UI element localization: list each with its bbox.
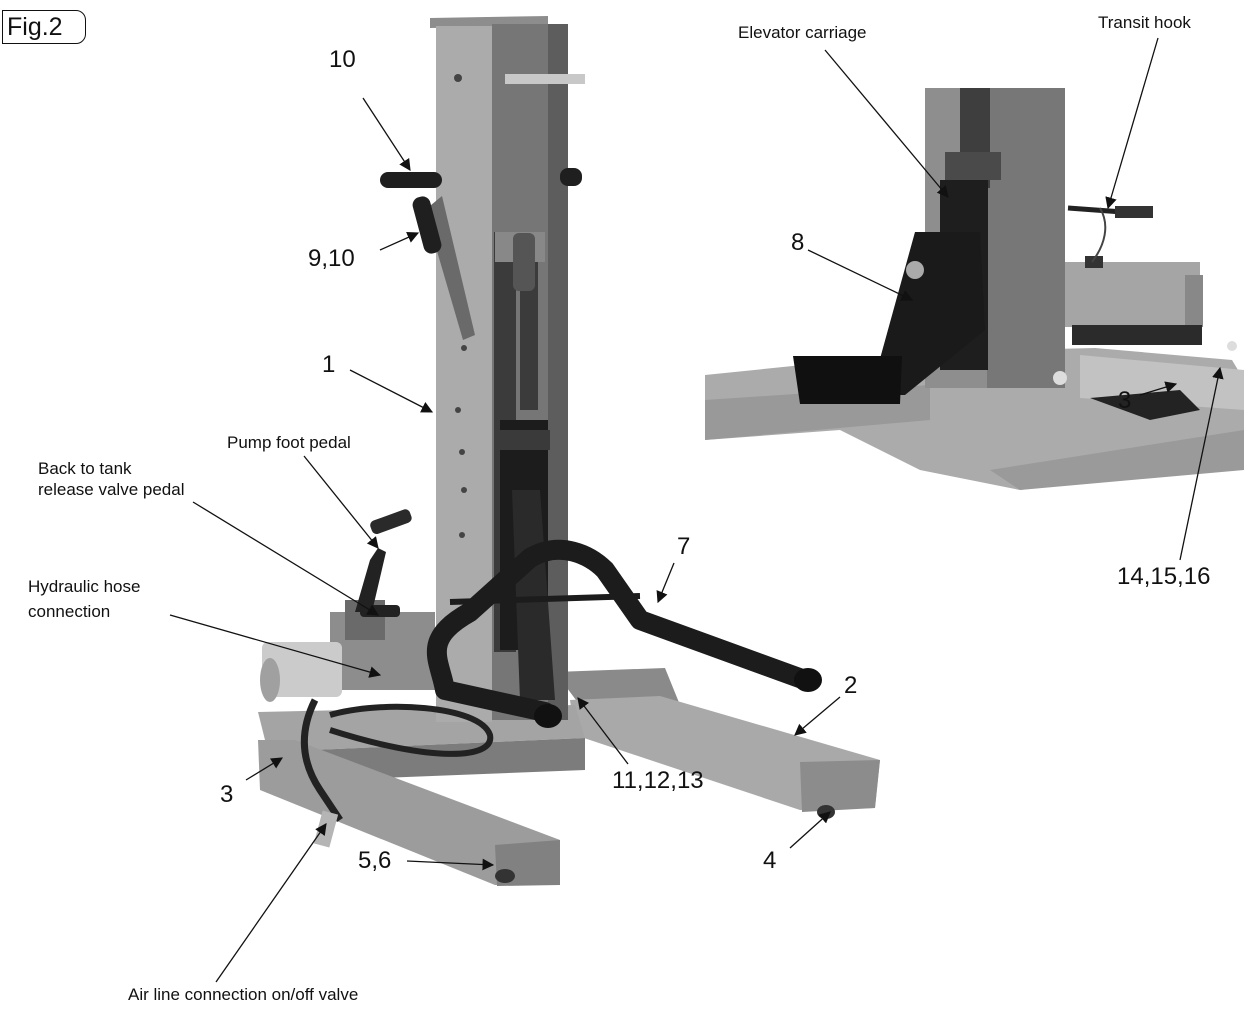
label-pump-foot-pedal: Pump foot pedal [227,433,351,452]
part-number-3-right: 3 [1118,387,1132,414]
label-hydraulic-hose-1: Hydraulic hose [28,577,141,596]
part-number-14-15-16: 14,15,16 [1117,563,1211,590]
leader-lines [169,37,1224,983]
part-number-10: 10 [329,46,356,73]
part-number-2: 2 [844,672,858,699]
carriage-detail-drawing [705,88,1244,490]
part-number-1: 1 [322,351,336,378]
part-number-7: 7 [677,533,691,560]
figure-tag: Fig.2 [2,10,86,44]
part-number-3-left: 3 [220,781,234,808]
label-back-to-tank-1: Back to tank [38,459,132,478]
main-lift-drawing [258,16,880,886]
part-number-9-10: 9,10 [308,245,355,272]
part-number-8: 8 [791,229,805,256]
part-number-4: 4 [763,847,777,874]
label-air-line-valve: Air line connection on/off valve [128,985,359,1004]
part-number-11-12-13: 11,12,13 [612,767,704,794]
label-hydraulic-hose-2: connection [28,602,111,621]
part-number-5-6: 5,6 [358,847,392,874]
label-elevator-carriage: Elevator carriage [738,23,867,42]
label-back-to-tank-2: release valve pedal [38,480,185,499]
label-transit-hook: Transit hook [1098,13,1191,32]
